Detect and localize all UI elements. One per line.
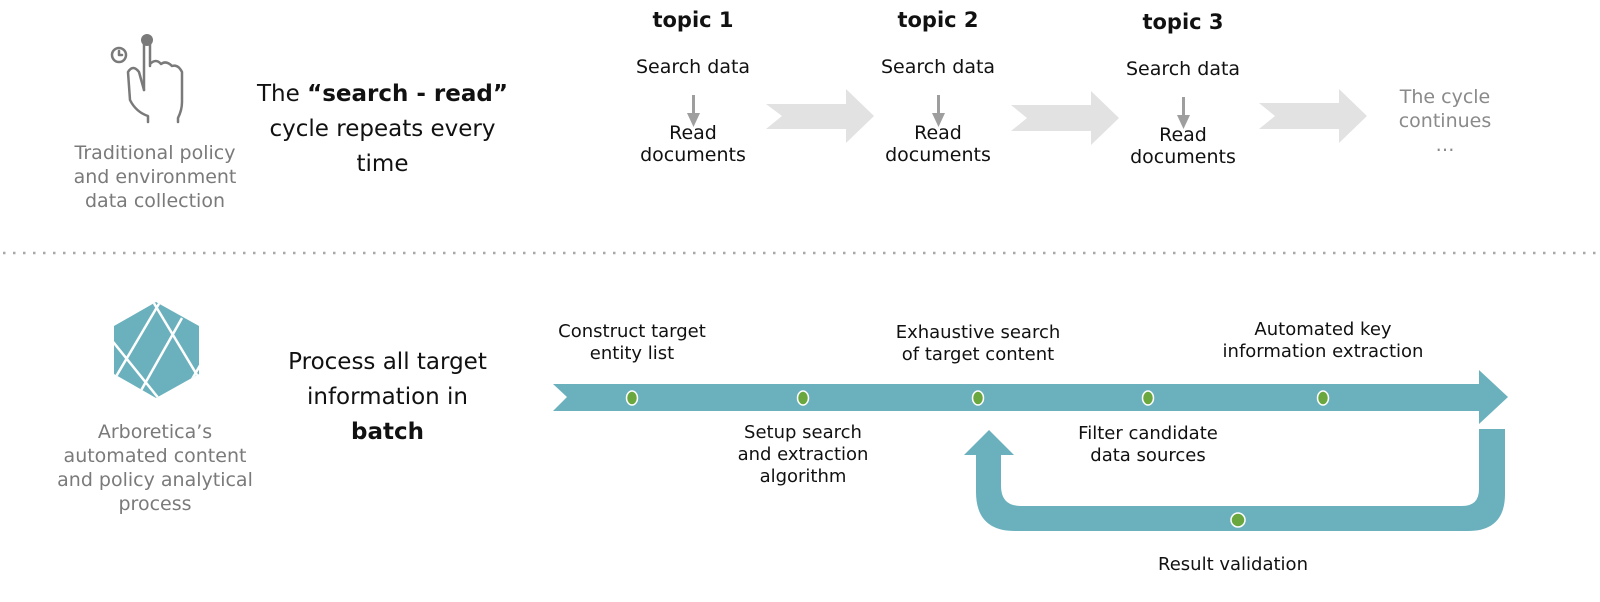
topic-title: topic 1	[652, 8, 734, 32]
cycle-continues-text: The cycle continues …	[1398, 86, 1492, 156]
topic-title: topic 2	[897, 8, 979, 32]
step-construct-target: Construct target entity list	[558, 321, 706, 364]
gray-chevron-arrows	[766, 89, 1367, 145]
step-search: Search data	[635, 56, 751, 78]
milestone-dot	[1230, 512, 1246, 528]
step-search: Search data	[1125, 58, 1241, 80]
chevron-arrow-icon	[1011, 91, 1119, 145]
traditional-lead-text: The “search - read” cycle repeats every …	[257, 81, 508, 177]
topic-column-2: topic 2 Search data Read documents	[858, 8, 1018, 166]
down-arrow-icon	[932, 95, 945, 127]
touch-hand-clock-icon	[110, 34, 184, 124]
step-result-validation: Result validation	[1158, 554, 1308, 575]
step-search: Search data	[880, 56, 996, 78]
milestone-dot	[1316, 390, 1330, 406]
step-read: Read documents	[640, 122, 746, 166]
step-setup-search: Setup search and extraction algorithm	[737, 422, 869, 487]
arboretica-lead-text: Process all target information in batch	[288, 349, 487, 445]
milestone-dots	[625, 390, 1330, 528]
process-timeline-arrow	[553, 370, 1508, 424]
step-read: Read documents	[1130, 124, 1236, 168]
down-arrow-icon	[687, 95, 700, 127]
down-arrow-icon	[1177, 97, 1190, 129]
step-exhaustive-search: Exhaustive search of target content	[895, 322, 1061, 365]
arboretica-caption: Arboretica’s automated content and polic…	[57, 421, 253, 515]
step-automated-extraction: Automated key information extraction	[1222, 319, 1424, 362]
milestone-dot	[1141, 390, 1155, 406]
chevron-arrow-icon	[1259, 89, 1367, 143]
milestone-dot	[796, 390, 810, 406]
down-arrows	[687, 95, 1190, 129]
traditional-caption: Traditional policy and environment data …	[73, 142, 237, 212]
arboretica-hexagon-logo-icon	[114, 302, 199, 398]
step-read: Read documents	[885, 122, 991, 166]
milestone-dot	[971, 390, 985, 406]
chevron-arrow-icon	[766, 89, 874, 143]
milestone-dot	[625, 390, 639, 406]
topic-column-1: topic 1 Search data Read documents	[613, 8, 773, 166]
feedback-loop-arrow	[964, 429, 1505, 531]
topic-title: topic 3	[1142, 10, 1224, 34]
step-filter-candidates: Filter candidate data sources	[1078, 423, 1218, 466]
topic-column-3: topic 3 Search data Read documents	[1103, 10, 1263, 168]
